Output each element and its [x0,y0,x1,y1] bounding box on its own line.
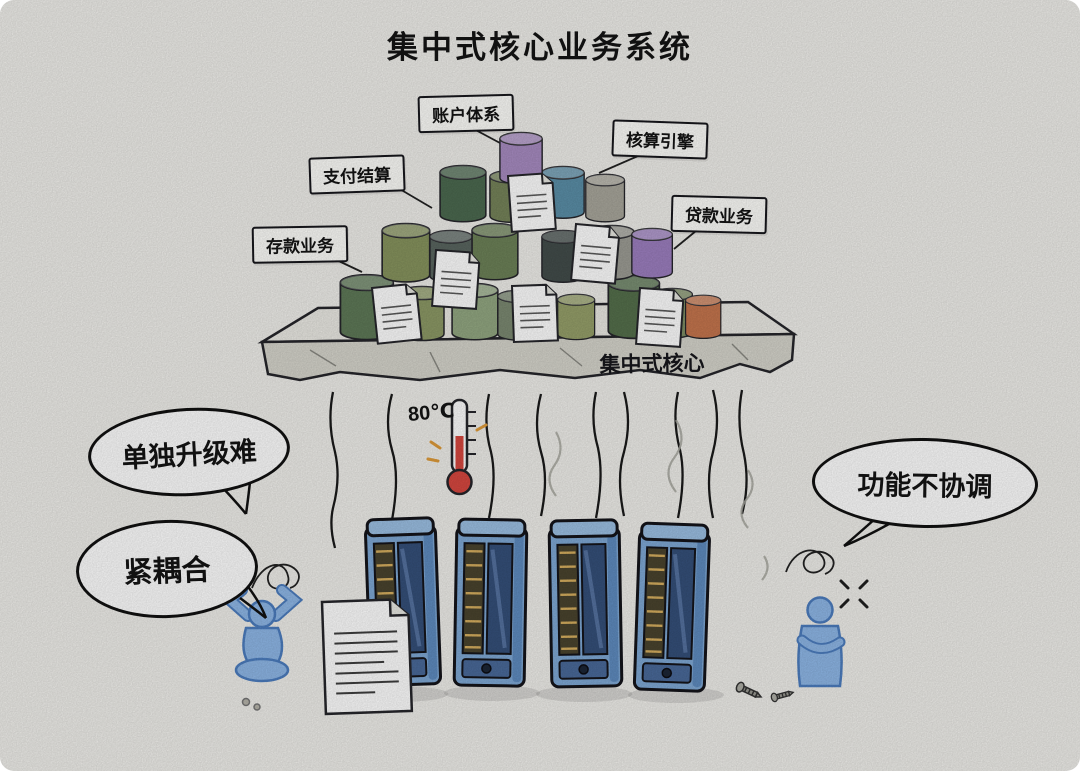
document-icon [570,223,621,285]
server-rack-3 [547,517,624,689]
document-icon [431,249,481,310]
database-cylinder [631,227,674,279]
document-icon [635,287,685,348]
label-accounting-engine: 核算引擎 [611,119,709,160]
label-deposit-business: 存款业务 [251,225,349,264]
platform-label: 集中式核心 [598,351,704,377]
scribble-doodles [251,549,835,590]
document-icon [511,283,559,343]
angry-figure-right [796,579,869,688]
database-cylinder [439,164,487,223]
screw-icons [735,681,795,703]
label-payment-settlement: 支付结算 [308,154,406,195]
thermometer-reading: 80℃ [407,400,456,426]
server-rack-4 [634,523,710,691]
server-rack-2 [452,517,529,689]
page-title: 集中式核心业务系统 [387,30,693,65]
label-loan-business: 贷款业务 [670,194,768,235]
database-cylinder [381,222,431,283]
database-cylinder [684,294,722,339]
large-document-icon [320,598,414,716]
document-icon [507,171,557,233]
anger-mark-icon [839,579,869,609]
document-icon [371,282,423,345]
database-cylinder [585,173,626,223]
speech-bubble-coordination-text: 功能不协调 [857,469,993,502]
database-cylinder [557,293,596,341]
speech-bubble-coupling-text: 紧耦合 [123,554,212,590]
speech-bubble-upgrade-text: 单独升级难 [120,435,258,474]
label-account-system: 账户体系 [417,93,515,134]
